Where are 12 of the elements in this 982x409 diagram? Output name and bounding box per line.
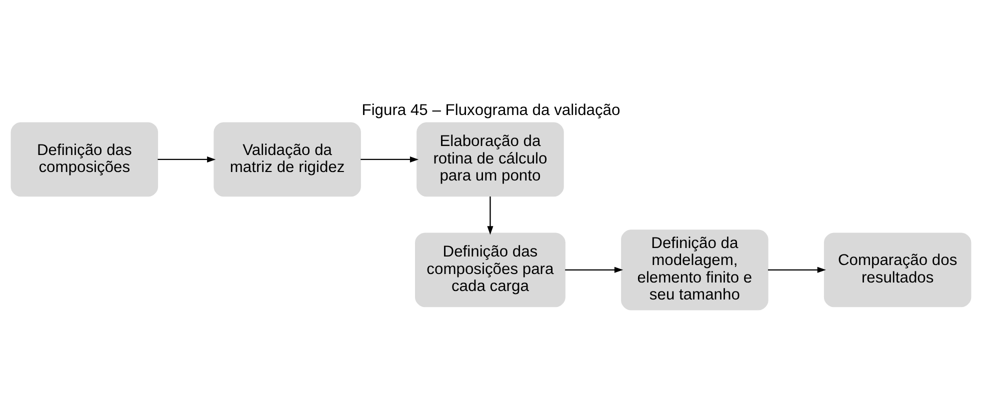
node-box: Validação da matriz de rigidez [214,122,361,197]
arrow [360,156,419,162]
arrow [158,156,216,162]
node-box: Definição das composições para cada carga [415,232,566,308]
arrow [768,266,826,273]
node-box: Comparação dos resultados [824,232,972,308]
diagram-title: Figura 45 – Fluxograma da validação [362,102,620,119]
node-box: Elaboração da rotina de cálculo para um ponto [416,122,564,197]
arrow [487,196,494,235]
node-box: Definição das composições [10,122,158,197]
arrow [565,266,624,273]
node-box: Definição da modelagem, elemento finito e seu tamanho [621,230,768,310]
